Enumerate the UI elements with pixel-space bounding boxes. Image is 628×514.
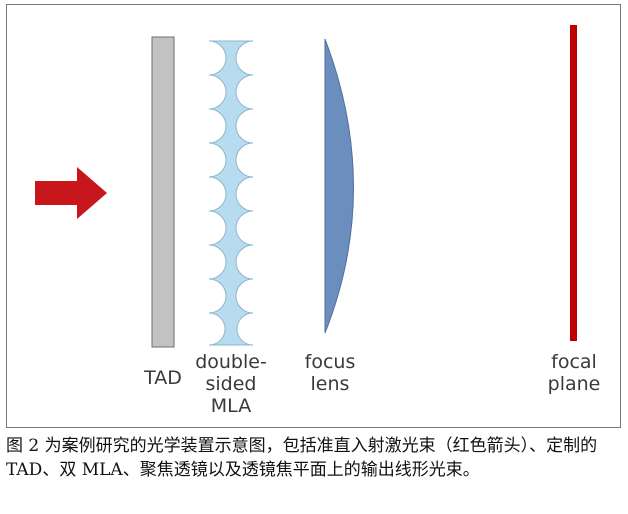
focus-lens-label-line-1: focus — [304, 351, 356, 373]
focal-plane-label: focal plane — [537, 351, 611, 395]
tad-plate — [151, 36, 175, 348]
diagram-frame: TAD double- sided MLA focus lens focal p… — [6, 4, 621, 428]
incident-beam-arrow — [35, 167, 107, 219]
mla-label-line-3: MLA — [210, 395, 252, 417]
focus-lens-label: focus lens — [293, 351, 367, 395]
mla-label-line-2: sided — [205, 373, 257, 395]
focal-plane-label-line-2: plane — [547, 373, 601, 395]
focus-lens — [324, 38, 354, 334]
optical-setup-drawing — [35, 25, 577, 348]
tad-label: TAD — [144, 367, 182, 389]
focus-lens-label-line-2: lens — [310, 373, 350, 395]
mla-label-line-1: double- — [195, 351, 267, 373]
double-sided-mla — [208, 40, 254, 346]
figure-caption: 图 2 为案例研究的光学装置示意图，包括准直入射激光束（红色箭头）、定制的 TA… — [6, 436, 598, 480]
focal-plane-line — [570, 25, 577, 341]
focal-plane-label-line-1: focal — [551, 351, 597, 373]
mla-label: double- sided MLA — [189, 351, 273, 417]
